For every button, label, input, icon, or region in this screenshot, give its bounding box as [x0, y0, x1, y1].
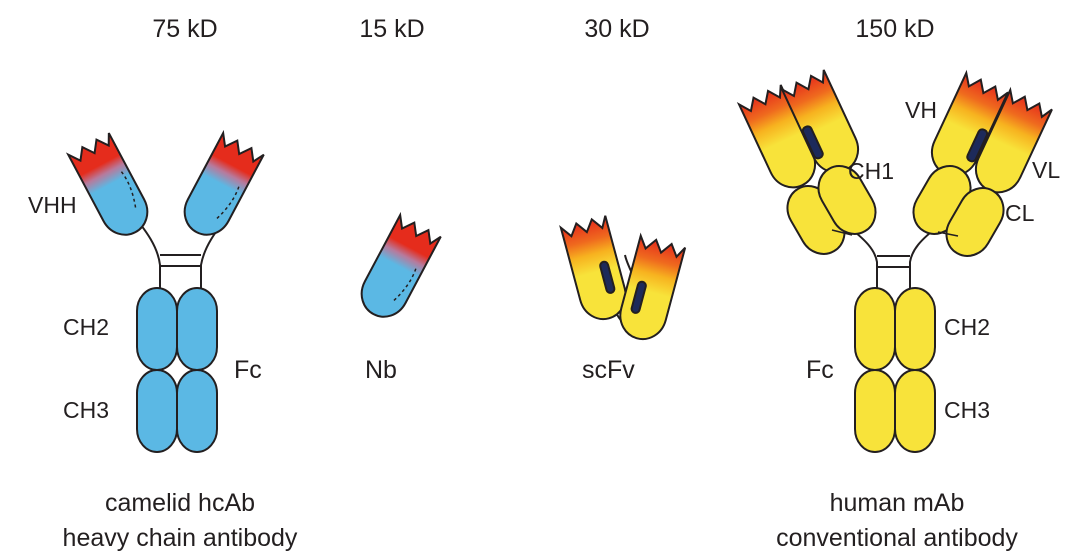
nb-label: Nb: [365, 356, 397, 384]
mab-ch3-label: CH3: [944, 397, 990, 423]
mab-mass-label: 150 kD: [855, 15, 934, 43]
hcab-caption-line1: camelid hcAb: [105, 489, 255, 517]
hcab-fc-label: Fc: [234, 356, 262, 384]
hcab-vhh-domain-left: [68, 133, 156, 243]
hcab-ch3-label: CH3: [63, 397, 109, 423]
hcab-ch2-domain-right: [177, 288, 217, 370]
mab-vl-label: VL: [1032, 157, 1060, 183]
mab-cl-label: CL: [1005, 200, 1035, 226]
mab-fc-label: Fc: [806, 356, 834, 384]
mab-ch3-domain-right: [895, 370, 935, 452]
nb-molecule: [353, 215, 441, 325]
mab-caption-line2: conventional antibody: [776, 524, 1018, 552]
scfv-vl-domain: [615, 236, 685, 344]
scfv-label: scFv: [582, 356, 635, 384]
mab-hinge: [846, 225, 940, 290]
nb-mass-label: 15 kD: [359, 15, 424, 43]
mab-vh-label: VH: [905, 97, 937, 123]
mab-caption-line1: human mAb: [830, 489, 965, 517]
mab-ch2-label: CH2: [944, 314, 990, 340]
mab-ch3-domain-left: [855, 370, 895, 452]
hcab-ch2-label: CH2: [63, 314, 109, 340]
mab-ch2-domain-left: [855, 288, 895, 370]
mab-ch2-domain-right: [895, 288, 935, 370]
hcab-mass-label: 75 kD: [152, 15, 217, 43]
hcab-ch3-domain-right: [177, 370, 217, 452]
scfv-mass-label: 30 kD: [584, 15, 649, 43]
hcab-ch2-domain-left: [137, 288, 177, 370]
hcab-vhh-domain-right: [176, 133, 264, 243]
mab-molecule: [739, 70, 1052, 452]
hcab-vhh-label: VHH: [28, 192, 77, 218]
mab-ch1-label: CH1: [848, 158, 894, 184]
scfv-molecule: [561, 216, 685, 344]
hcab-ch3-domain-left: [137, 370, 177, 452]
hcab-caption-line2: heavy chain antibody: [63, 524, 298, 552]
